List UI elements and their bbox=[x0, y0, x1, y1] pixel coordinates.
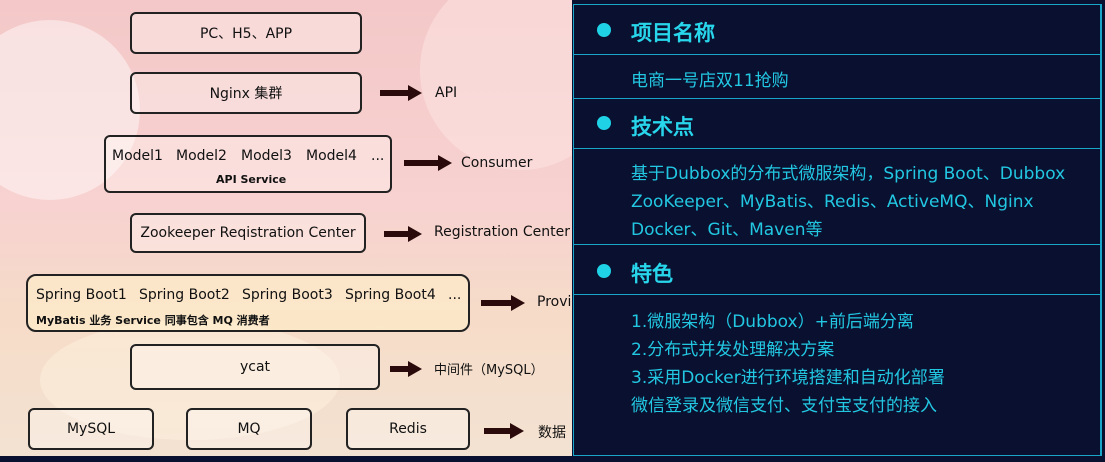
section-header-tech: 技术点 bbox=[574, 99, 1100, 149]
section-line: ZooKeeper、MyBatis、Redis、ActiveMQ、Nginx bbox=[631, 192, 1034, 212]
section-line: 1.微服架构（Dubbox）+前后端分离 bbox=[631, 312, 914, 332]
bullet-icon bbox=[597, 116, 611, 130]
spring-boot-item: Spring Boot1 bbox=[36, 287, 127, 303]
spring-boot-item: Spring Boot4 bbox=[345, 287, 436, 303]
section-body-tech: 基于Dubbox的分布式微服架构，Spring Boot、Dubbox ZooK… bbox=[574, 149, 1100, 245]
model-item: Model3 bbox=[241, 148, 292, 164]
mq-box: MQ bbox=[186, 408, 312, 450]
section-header-features: 特色 bbox=[574, 245, 1100, 295]
spring-boot-item: Spring Boot3 bbox=[242, 287, 333, 303]
section-title: 项目名称 bbox=[631, 21, 715, 45]
model-item: Model2 bbox=[176, 148, 227, 164]
arrow-icon bbox=[404, 155, 452, 171]
arrow-icon bbox=[484, 423, 524, 439]
clients-box: PC、H5、APP bbox=[130, 12, 362, 54]
arrow-icon bbox=[380, 85, 422, 101]
bullet-icon bbox=[597, 23, 611, 37]
section-line: 基于Dubbox的分布式微服架构，Spring Boot、Dubbox bbox=[631, 164, 1066, 184]
consumer-label: Consumer bbox=[461, 155, 533, 171]
bullet-icon bbox=[597, 264, 611, 278]
mysql-box: MySQL bbox=[28, 408, 154, 450]
data-label: 数据 bbox=[538, 425, 566, 441]
section-title: 特色 bbox=[631, 262, 673, 286]
spring-boot-item: ... bbox=[448, 287, 462, 303]
model-item: Model1 bbox=[112, 148, 163, 164]
bg-decoration bbox=[0, 20, 140, 200]
model-item: ... bbox=[371, 148, 385, 164]
api-label: API bbox=[435, 85, 458, 101]
redis-box: Redis bbox=[346, 408, 470, 450]
ycat-box: ycat bbox=[130, 344, 380, 390]
section-title: 技术点 bbox=[631, 115, 694, 139]
registration-center-label: Registration Center bbox=[434, 224, 570, 240]
bg-decoration bbox=[40, 320, 340, 440]
middleware-label: 中间件（MySQL） bbox=[434, 363, 544, 378]
provider-box bbox=[26, 274, 470, 332]
arrow-icon bbox=[384, 226, 422, 242]
project-info-panel: 项目名称 电商一号店双11抢购 技术点 基于Dubbox的分布式微服架构，Spr… bbox=[573, 4, 1102, 456]
provider-sub-label: MyBatis 业务 Service 同事包含 MQ 消费者 bbox=[36, 314, 270, 327]
provider-label: Provi bbox=[537, 294, 572, 310]
section-line: Docker、Git、Maven等 bbox=[631, 220, 823, 240]
spring-boot-item: Spring Boot2 bbox=[139, 287, 230, 303]
zookeeper-box: Zookeeper Reqistration Center bbox=[130, 213, 366, 253]
arrow-icon bbox=[390, 361, 422, 377]
section-line: 微信登录及微信支付、支付宝支付的接入 bbox=[631, 396, 937, 416]
section-line: 3.采用Docker进行环境搭建和自动化部署 bbox=[631, 368, 945, 388]
arrow-icon bbox=[481, 295, 525, 311]
model-item: Model4 bbox=[306, 148, 357, 164]
api-service-box bbox=[104, 135, 392, 193]
section-line: 电商一号店双11抢购 bbox=[631, 71, 789, 91]
section-line: 2.分布式并发处理解决方案 bbox=[631, 340, 835, 360]
api-service-label: API Service bbox=[216, 173, 287, 186]
section-header-project-name: 项目名称 bbox=[574, 5, 1100, 55]
section-body-project-name: 电商一号店双11抢购 bbox=[574, 55, 1100, 99]
architecture-diagram: PC、H5、APP Nginx 集群 API Model1 Model2 Mod… bbox=[0, 0, 572, 456]
section-body-features: 1.微服架构（Dubbox）+前后端分离 2.分布式并发处理解决方案 3.采用D… bbox=[574, 295, 1100, 455]
nginx-box: Nginx 集群 bbox=[130, 72, 362, 114]
